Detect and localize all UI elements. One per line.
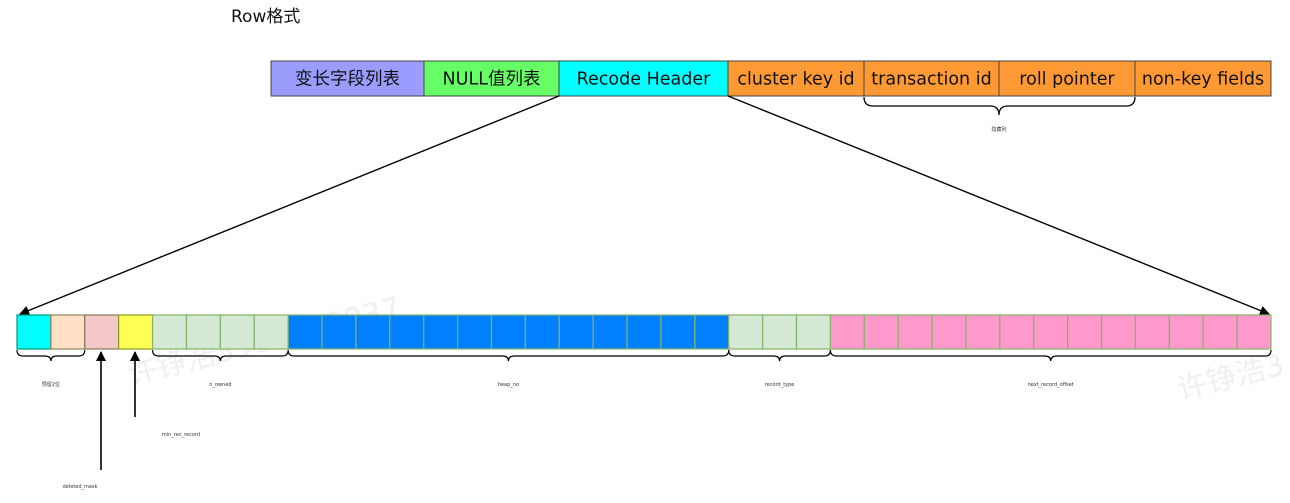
bit-cell-heap-no: [660, 314, 696, 350]
bit-cell-heap-no: [558, 314, 594, 350]
field-label: NULL值列表: [443, 70, 541, 90]
field-recode-header: Recode Header: [558, 60, 729, 97]
bit-cell-heap-no: [626, 314, 662, 350]
field-transaction-id: transaction id: [863, 60, 1000, 97]
row-format-fields: 变长字段列表 NULL值列表 Recode Header cluster key id…: [270, 60, 1272, 97]
hidden-columns-brace: [863, 96, 1136, 116]
bit-cell-heap-no: [355, 314, 391, 350]
bit-cell-next-record-offset: [1067, 314, 1103, 350]
brace-reserved-bits: [16, 349, 86, 362]
bit-cell-next-record-offset: [897, 314, 933, 350]
bit-cell-record-type: [795, 314, 832, 350]
bit-cell-next-record-offset: [1134, 314, 1170, 350]
brace-label-heap-no: heap_no: [498, 382, 519, 388]
bit-cell-next-record-offset: [1100, 314, 1137, 350]
bit-cell-reserved: [50, 314, 86, 350]
brace-label-n-owned: n_owned: [209, 382, 231, 388]
field-non-key-fields: non-key fields: [1134, 60, 1272, 97]
brace-label-record-type: record_type: [765, 382, 795, 388]
bit-cell-n-owned: [151, 314, 188, 350]
field-null: NULL值列表: [423, 60, 560, 97]
bit-cell-heap-no: [524, 314, 560, 350]
brace-label-next-record-offset: next_record_offset: [1028, 382, 1074, 388]
bit-cell-heap-no: [592, 314, 628, 350]
field-label: non-key fields: [1142, 70, 1264, 90]
field-label: Recode Header: [577, 70, 711, 90]
bit-cell-deleted-mask: [84, 314, 120, 350]
deleted-mask-label: deleted_mask: [63, 484, 98, 490]
brace-heap-no: [287, 349, 730, 362]
bit-cell-next-record-offset: [999, 314, 1035, 350]
brace-label-reserved-bits: 预留2位: [42, 381, 60, 388]
record-header-braces: 预留2位 n_owned heap_no record_type next_record…: [16, 349, 1272, 388]
bit-cell-record-type: [762, 314, 798, 350]
bit-cell-next-record-offset: [863, 314, 899, 350]
field-cluster-key-id: cluster key id: [727, 60, 865, 97]
bit-cell-heap-no: [490, 314, 526, 350]
bit-cell-heap-no: [389, 314, 425, 350]
brace-n-owned: [151, 349, 289, 362]
hidden-columns-label: 隐藏列: [991, 126, 1006, 133]
field-label: cluster key id: [737, 70, 854, 90]
bit-cell-next-record-offset: [931, 314, 967, 350]
bit-cell-heap-no: [423, 314, 459, 350]
bit-cell-next-record-offset: [1033, 314, 1069, 350]
bit-cell-n-owned: [185, 314, 221, 350]
brace-record-type: [728, 349, 832, 362]
diagram-title: Row格式: [231, 7, 301, 27]
bit-cell-next-record-offset: [1168, 314, 1204, 350]
bit-cell-n-owned: [219, 314, 255, 350]
bit-cell-next-record-offset: [1236, 314, 1272, 350]
bit-cell-n-owned: [253, 314, 289, 350]
min-rec-record-label: min_rec_record: [162, 432, 200, 438]
expand-arrow-right: [727, 95, 1270, 316]
bit-cell-heap-no: [321, 314, 357, 350]
brace-next-record-offset: [829, 349, 1272, 362]
bit-cell-min-rec-record: [118, 314, 154, 350]
expand-arrow-left: [19, 95, 560, 316]
field-label: roll pointer: [1019, 70, 1115, 90]
bit-cell-heap-no: [694, 314, 730, 350]
field-0: 变长字段列表: [270, 60, 425, 97]
field-label: transaction id: [871, 70, 991, 90]
field-label: 变长字段列表: [295, 70, 400, 90]
bit-cell-record-type: [728, 314, 764, 350]
bit-cell-field: [16, 314, 52, 350]
bit-cell-heap-no: [287, 314, 323, 350]
bit-cell-next-record-offset: [829, 314, 865, 350]
field-roll-pointer: roll pointer: [998, 60, 1136, 97]
bit-cell-next-record-offset: [1202, 314, 1238, 350]
bit-cell-heap-no: [456, 314, 493, 350]
bit-cell-next-record-offset: [965, 314, 1001, 350]
record-header-bits: [16, 314, 1272, 350]
